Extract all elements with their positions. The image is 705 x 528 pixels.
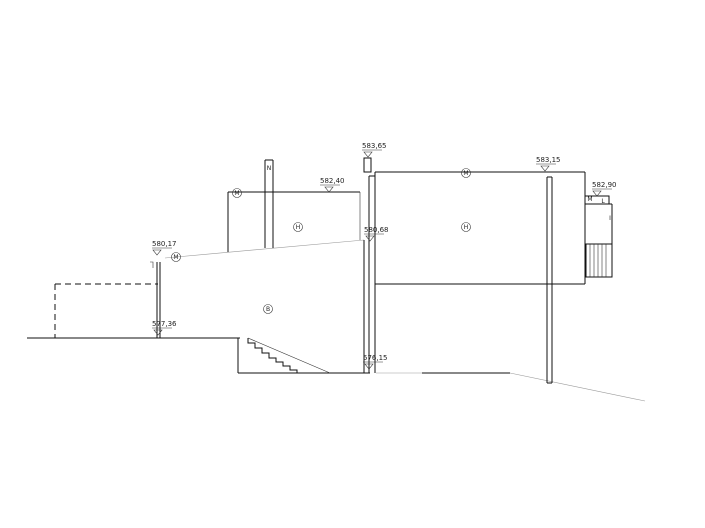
- tag-n-chimney: N: [267, 165, 272, 172]
- tag-m-low-terrace: M: [173, 254, 178, 261]
- tag-h-upper-left: H: [296, 224, 301, 231]
- elevation-middle-slab: 580,68: [364, 226, 389, 234]
- balcony: [584, 195, 613, 278]
- low-wall: [150, 261, 161, 338]
- stair: [247, 338, 298, 373]
- tag-m-upper-left: M: [234, 190, 239, 197]
- elevation-basement-floor: 576,15: [363, 354, 388, 362]
- tag-h-main-volume: H: [464, 224, 469, 231]
- elevation-roof-right: 583,15: [536, 156, 561, 164]
- material-tags: M H M B M H: [171, 168, 471, 314]
- tag-b-basement: B: [266, 306, 270, 313]
- tag-l-balcony: L: [601, 198, 605, 205]
- neighbour-outline-dashed: [54, 283, 158, 338]
- central-columns: [363, 157, 376, 373]
- terrain: [27, 337, 646, 402]
- tag-i-balcony: I: [609, 215, 611, 222]
- tag-m-main-roof: M: [463, 170, 468, 177]
- elevation-terrace: 582,90: [592, 181, 617, 189]
- letter-tags: N M L I: [267, 165, 611, 222]
- level-markers: [152, 149, 612, 370]
- elevation-roof-left: 583,65: [362, 142, 387, 150]
- sloped-roof-line: [164, 239, 365, 259]
- tag-m-terrace: M: [587, 196, 592, 203]
- elevation-low-terrace: 580,17: [152, 240, 177, 248]
- upper-left-volume: [227, 159, 361, 252]
- elevation-top-left-slab: 582,40: [320, 177, 345, 185]
- elevation-labels: 582,40 583,65 583,15 582,90 580,68 580,1…: [152, 142, 617, 362]
- elevation-ground-left: 577,36: [152, 320, 177, 328]
- main-volume: [374, 171, 586, 384]
